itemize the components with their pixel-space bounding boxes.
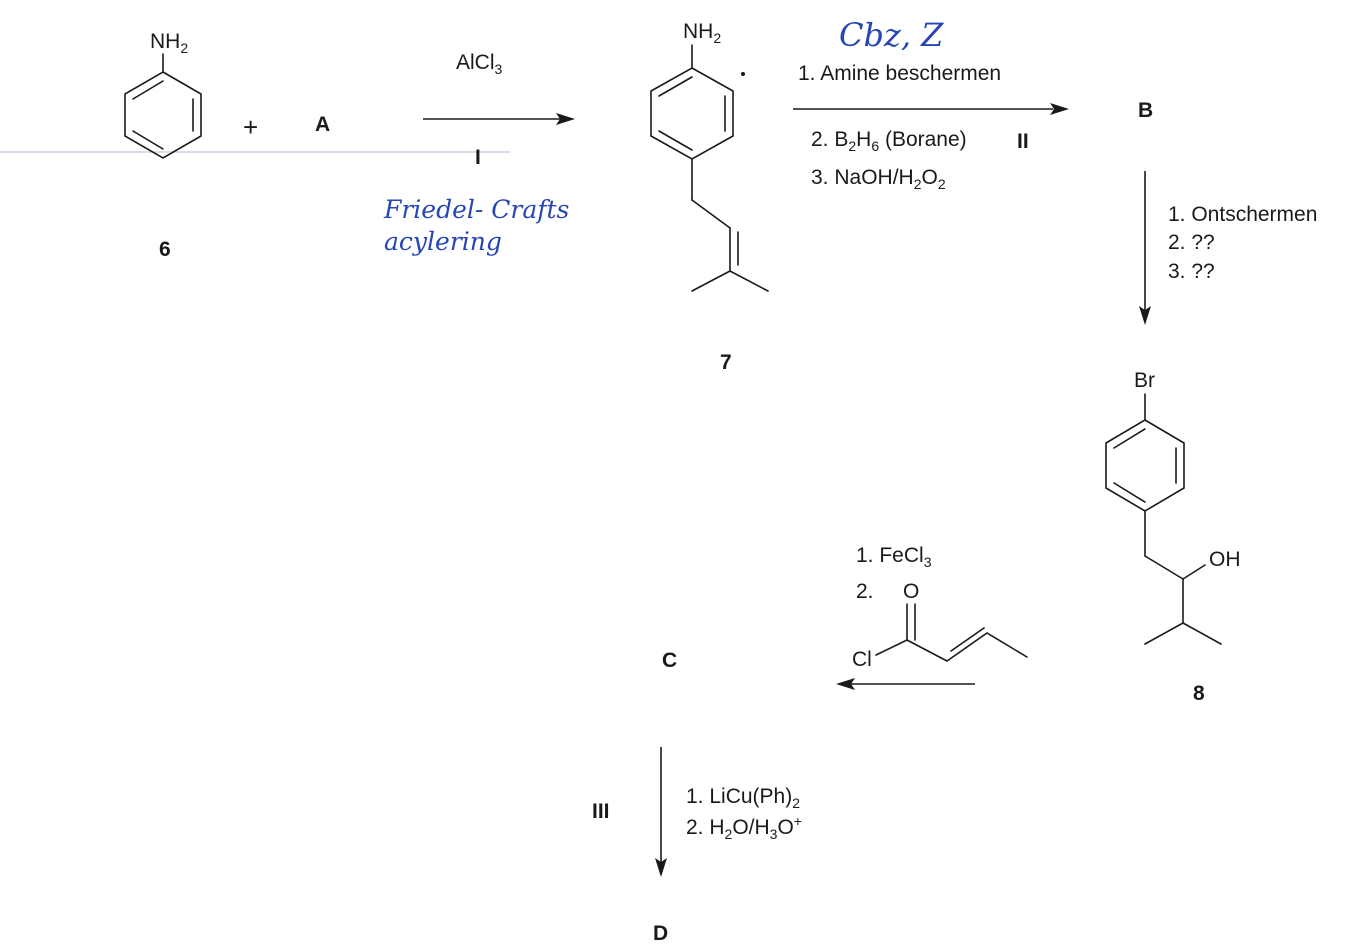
step5-line1: 1. LiCu(Ph)2 <box>686 785 800 811</box>
compound-d-label: D <box>653 922 668 945</box>
step3-arrow <box>1139 171 1151 325</box>
step3-line2: 2. ?? <box>1168 231 1215 254</box>
compound-6-structure <box>124 53 202 159</box>
step5-roman-numeral: III <box>592 800 610 823</box>
stray-dot <box>741 72 745 76</box>
step4-line1: 1. FeCl3 <box>856 544 932 570</box>
compound-7-structure <box>650 44 769 292</box>
step3-line1: 1. Ontschermen <box>1168 203 1317 226</box>
step3-line3: 3. ?? <box>1168 260 1215 283</box>
step1-roman-numeral: I <box>475 146 481 169</box>
step1-reagent: AlCl3 <box>456 51 503 77</box>
plus-sign: + <box>243 112 258 142</box>
compound-8-structure <box>1105 393 1222 645</box>
step1-handwritten-note-line1: Friedel- Crafts <box>383 195 569 224</box>
step2-line2: 2. B2H6 (Borane) <box>811 128 967 154</box>
step4-line2: 2. <box>856 580 874 603</box>
step4-arrow <box>836 678 975 690</box>
compound-7-label: 7 <box>720 351 732 374</box>
compound-b-label: B <box>1138 99 1153 122</box>
compound-8-bromo-group: Br <box>1134 369 1155 392</box>
step1-handwritten-note-line2: acylering <box>384 227 502 256</box>
reagent-a-label: A <box>315 113 330 136</box>
step2-line1: 1. Amine beschermen <box>798 62 1001 85</box>
compound-6-label: 6 <box>159 238 171 261</box>
step5-arrow <box>655 747 667 877</box>
step1-arrow <box>423 113 575 125</box>
compound-6-amine-group: NH2 <box>150 30 188 56</box>
step2-roman-numeral: II <box>1017 130 1029 153</box>
compound-7-amine-group: NH2 <box>683 20 721 46</box>
step5-line2: 2. H2O/H3O+ <box>686 813 802 842</box>
compound-c-label: C <box>662 649 677 672</box>
compound-8-hydroxyl-group: OH <box>1209 548 1241 571</box>
step2-handwritten-note: Cbz, Z <box>839 16 944 54</box>
step2-line3: 3. NaOH/H2O2 <box>811 166 946 192</box>
compound-8-label: 8 <box>1193 682 1205 705</box>
crotonyl-chloride-structure <box>875 603 1028 662</box>
step2-arrow <box>793 103 1069 115</box>
crotonyl-oxygen-atom: O <box>903 580 919 603</box>
crotonyl-chlorine-atom: Cl <box>852 648 872 671</box>
